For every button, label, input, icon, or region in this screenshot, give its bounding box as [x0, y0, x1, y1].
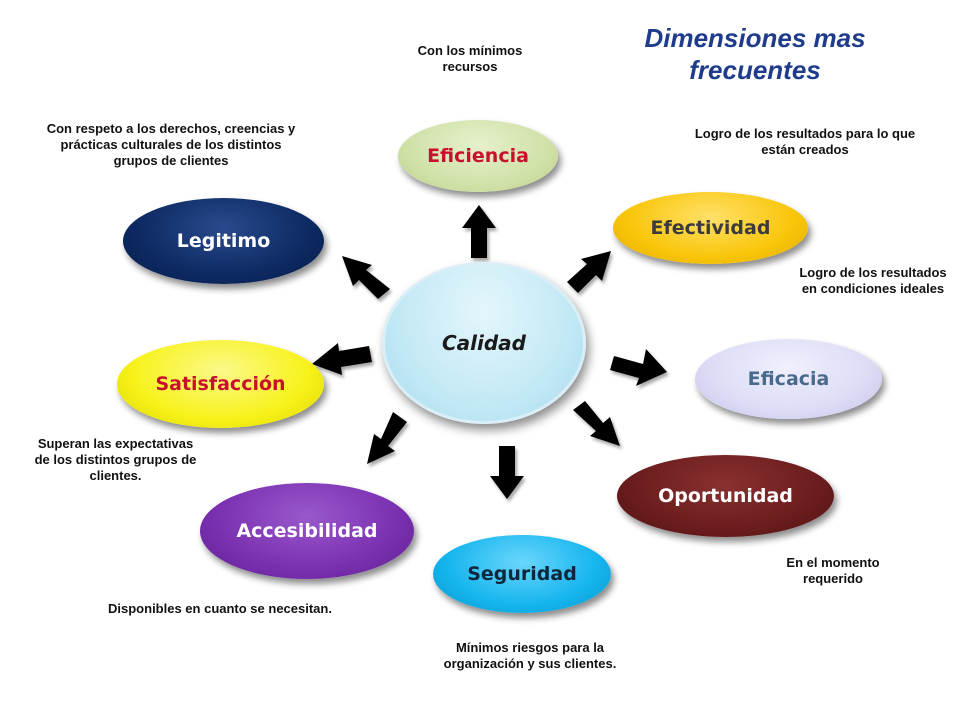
oportunidad-label: Oportunidad [658, 485, 793, 507]
accesibilidad-label: Accesibilidad [236, 520, 378, 542]
node-eficacia: Eficacia [695, 339, 882, 419]
node-accesibilidad: Accesibilidad [200, 483, 414, 579]
node-efectividad: Efectividad [613, 192, 808, 264]
efectividad-label: Efectividad [650, 217, 771, 239]
note-eficiencia: Con los mínimos recursos [417, 43, 523, 74]
arrow-to-efectividad [567, 251, 611, 293]
note-satisfaccion: Superan las expectativas de los distinto… [34, 436, 197, 483]
node-legitimo: Legitimo [123, 198, 324, 284]
arrow-to-oportunidad [573, 401, 620, 446]
node-satisfaccion: Satisfacción [117, 340, 324, 428]
arrow-to-eficiencia [462, 205, 496, 258]
arrow-to-accesibilidad [367, 412, 407, 464]
center-node-calidad: Calidad [382, 262, 586, 424]
center-label: Calidad [441, 331, 526, 355]
arrow-to-seguridad [490, 446, 524, 499]
eficacia-label: Eficacia [747, 368, 830, 390]
note-accesibilidad: Disponibles en cuanto se necesitan. [108, 601, 332, 616]
node-eficiencia: Eficiencia [398, 120, 558, 192]
note-eficacia: Logro de los resultados en condiciones i… [799, 265, 947, 296]
seguridad-label: Seguridad [467, 563, 577, 585]
note-legitimo: Con respeto a los derechos, creencias y … [46, 121, 296, 168]
note-seguridad: Mínimos riesgos para la organización y s… [443, 640, 617, 671]
note-oportunidad: En el momento requerido [786, 555, 880, 586]
legitimo-label: Legitimo [176, 230, 271, 252]
satisfaccion-label: Satisfacción [155, 373, 286, 395]
arrow-to-legitimo [342, 256, 390, 299]
node-seguridad: Seguridad [433, 535, 611, 613]
eficiencia-label: Eficiencia [427, 145, 529, 167]
node-oportunidad: Oportunidad [617, 455, 834, 537]
arrow-to-satisfaccion [312, 343, 372, 375]
diagram-title: Dimensiones mas frecuentes [644, 23, 866, 85]
arrow-to-eficacia [610, 349, 667, 386]
note-efectividad: Logro de los resultados para lo que está… [694, 126, 916, 157]
